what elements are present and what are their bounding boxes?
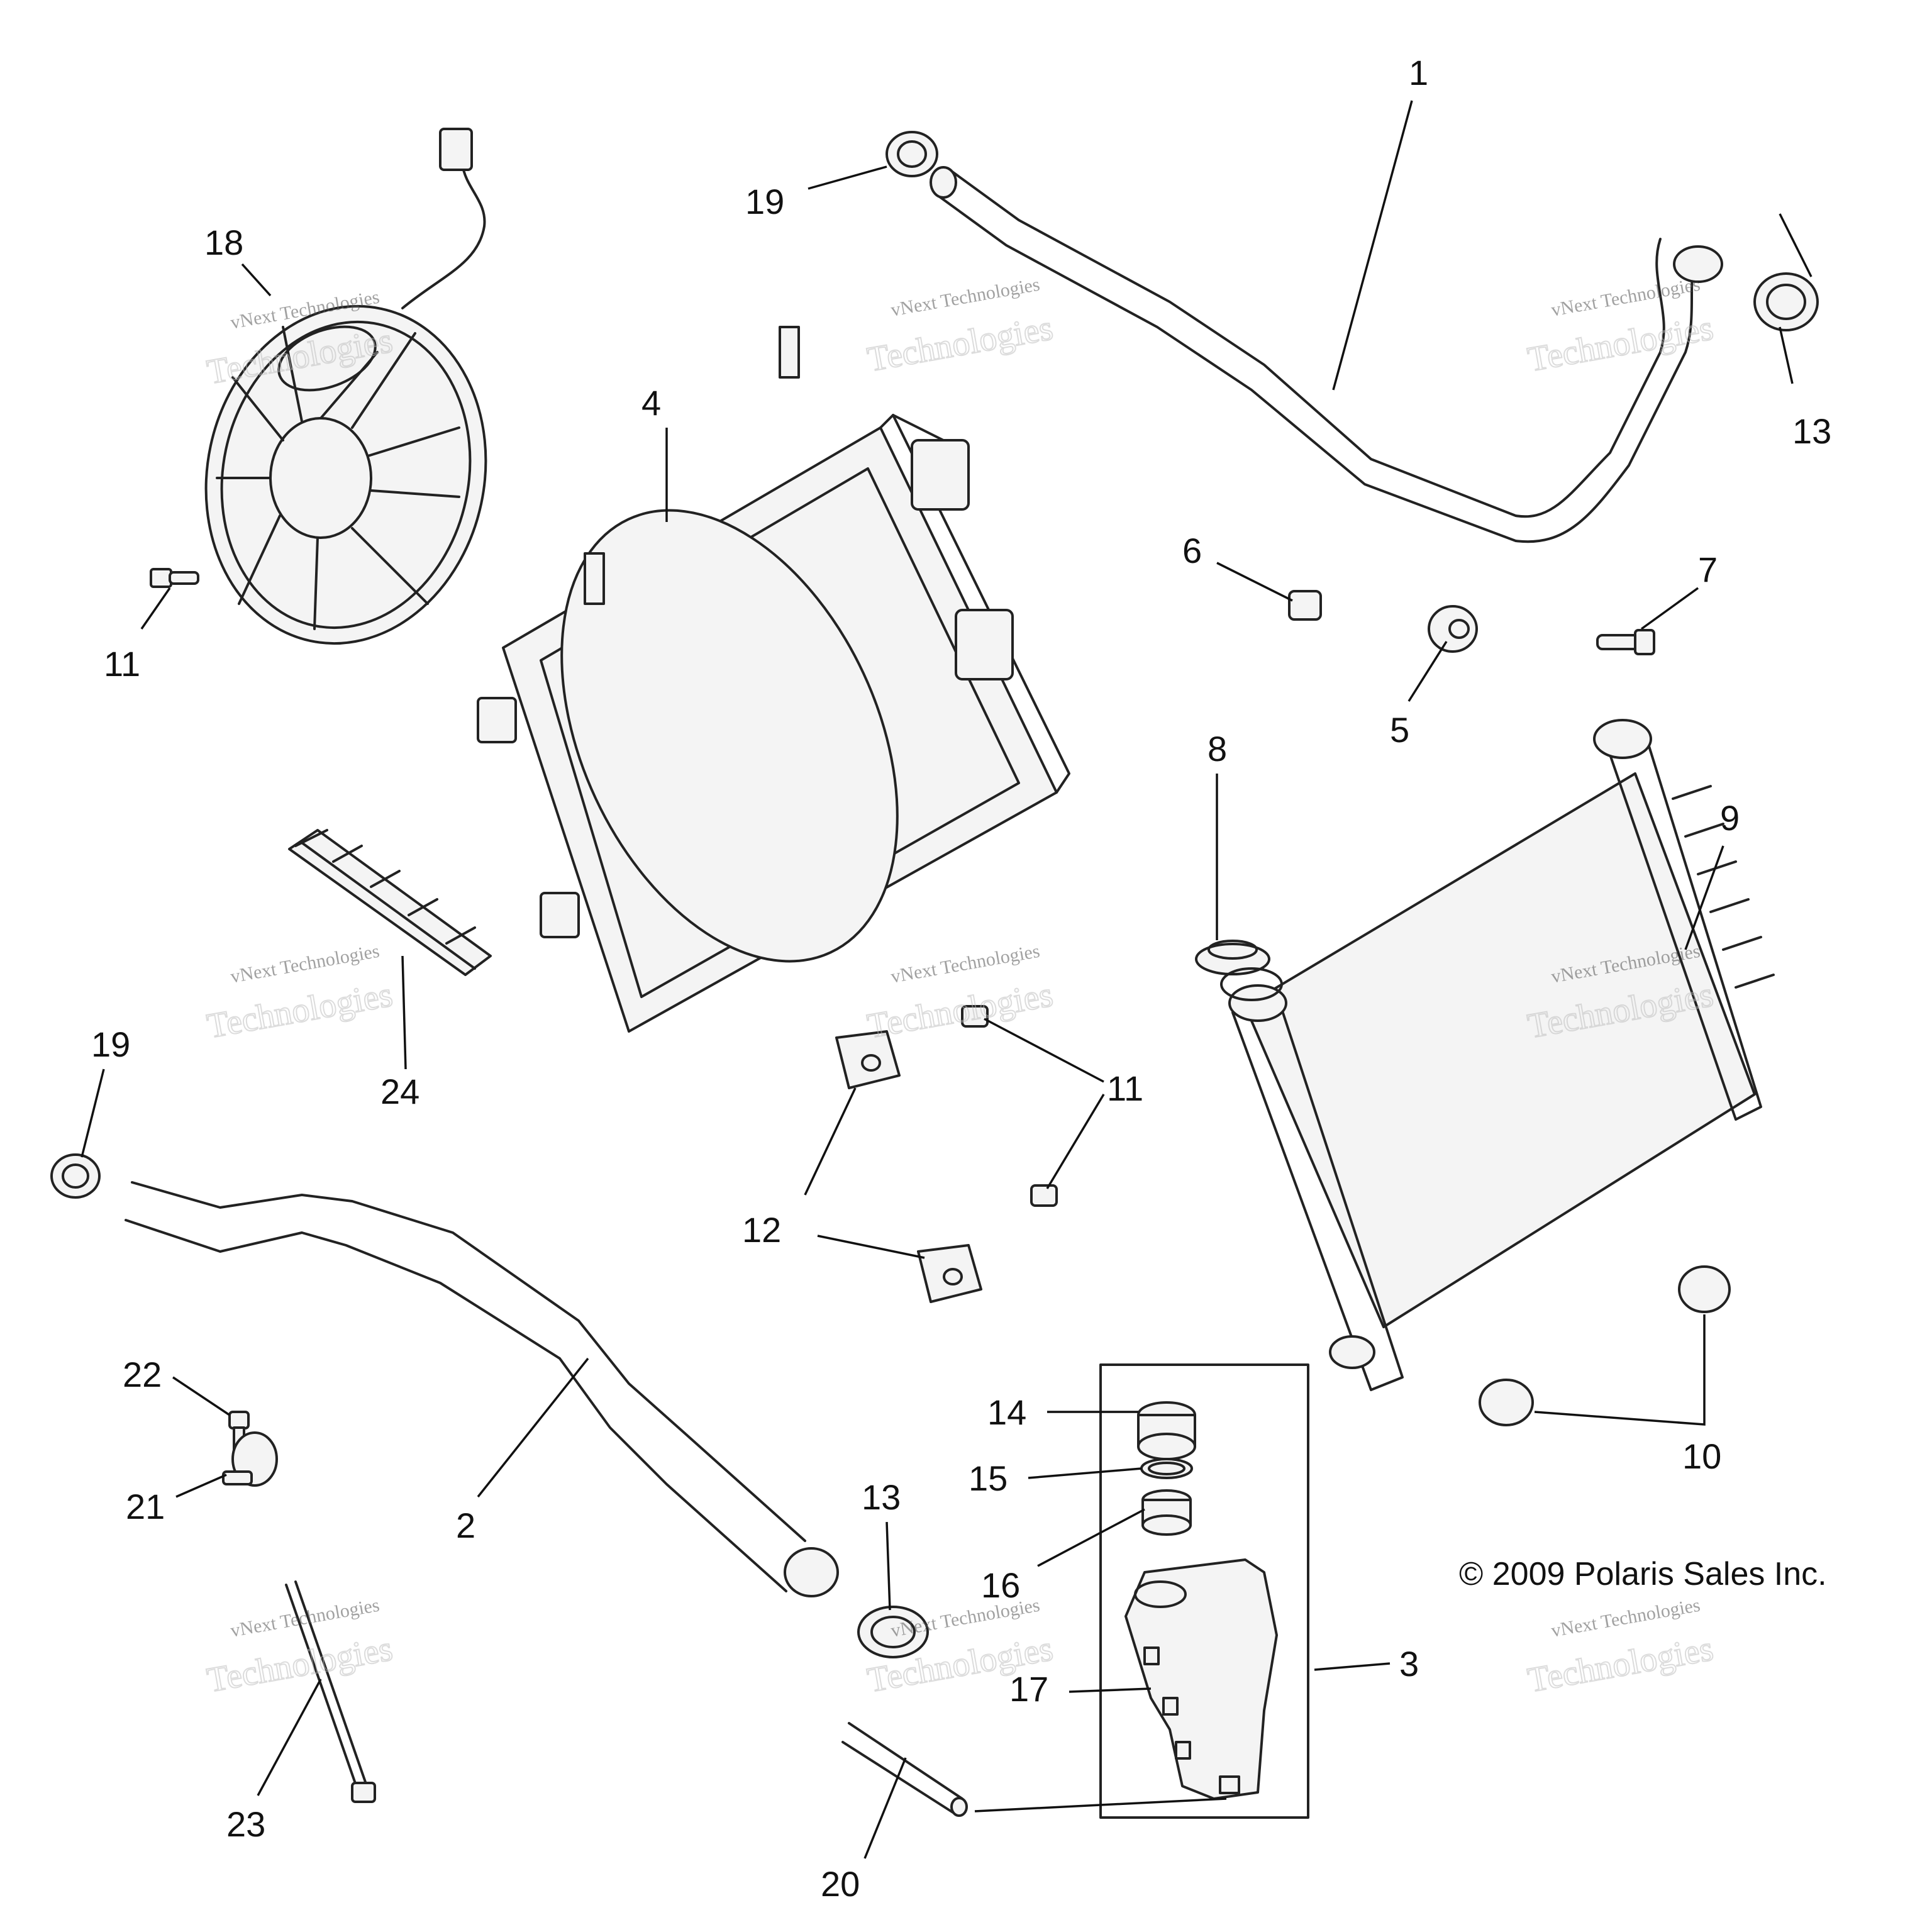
callout-10: 10 <box>1682 1436 1721 1476</box>
callout-8: 8 <box>1208 729 1227 769</box>
coolant-reservoir-kit-box <box>1099 1363 1309 1819</box>
mounting-bracket-lower <box>917 1244 982 1303</box>
callout-11b: 11 <box>1107 1069 1143 1108</box>
leader-15 <box>1028 1467 1142 1479</box>
leader-12-upper <box>804 1087 857 1196</box>
leader-11a <box>140 587 171 630</box>
watermark-5: vNext Technologies Technologies <box>864 941 1057 1047</box>
callout-9: 9 <box>1720 798 1740 838</box>
leader-6 <box>1216 562 1293 602</box>
leader-3 <box>1314 1662 1391 1671</box>
leader-13a-tick <box>1779 213 1813 277</box>
radiator <box>1220 719 1775 1391</box>
shroud-bolt-upper <box>961 1005 989 1028</box>
callout-20: 20 <box>821 1864 860 1904</box>
callout-2: 2 <box>456 1506 475 1545</box>
callout-24: 24 <box>380 1072 419 1111</box>
callout-numbers: 1 2 3 4 5 6 7 8 9 10 11 11 12 13 13 14 1… <box>91 53 1831 1904</box>
watermark-3: vNext Technologies Technologies <box>1524 274 1717 380</box>
callout-21: 21 <box>126 1487 165 1526</box>
callout-1: 1 <box>1409 53 1428 92</box>
hose-clamp-upper <box>886 131 938 177</box>
watermark-7: vNext Technologies Technologies <box>204 1595 396 1701</box>
hose-clamp-right <box>1753 272 1819 331</box>
callout-3: 3 <box>1399 1644 1419 1684</box>
leader-13b <box>886 1521 891 1611</box>
watermark-2: vNext Technologies Technologies <box>864 274 1057 380</box>
leader-5 <box>1407 641 1448 702</box>
callout-7: 7 <box>1698 550 1718 589</box>
callout-11a: 11 <box>104 644 140 684</box>
mounting-bracket-upper <box>835 1030 901 1089</box>
leader-12-lower <box>817 1235 925 1259</box>
leader-22 <box>172 1376 230 1416</box>
copyright-notice: © 2009 Polaris Sales Inc. <box>1459 1556 1827 1592</box>
cable-tie <box>285 1580 376 1803</box>
callout-13b: 13 <box>862 1477 901 1517</box>
hose-clamp-lower <box>50 1153 101 1199</box>
leader-10 <box>1534 1314 1706 1426</box>
fan-shroud <box>477 326 1070 1033</box>
leader-20 <box>863 1757 907 1859</box>
grommet-10-lower <box>1479 1379 1534 1426</box>
grommet-10-upper <box>1678 1265 1731 1313</box>
callout-17: 17 <box>1009 1669 1048 1709</box>
grommet-5 <box>1428 605 1478 653</box>
leader-19b <box>80 1069 105 1158</box>
shroud-bolt-lower <box>1030 1184 1058 1207</box>
seal <box>1141 1489 1192 1536</box>
callout-19b: 19 <box>91 1024 130 1064</box>
leader-18 <box>241 263 272 297</box>
leader-13a <box>1779 326 1794 384</box>
callout-22: 22 <box>123 1355 162 1394</box>
leader-11b-upper <box>984 1018 1104 1083</box>
leader-16 <box>1037 1508 1145 1567</box>
reservoir-cap <box>1137 1401 1196 1460</box>
leader-7 <box>1640 587 1699 630</box>
callout-6: 6 <box>1182 531 1202 570</box>
leader-24 <box>401 955 407 1070</box>
watermark-4: vNext Technologies Technologies <box>204 941 396 1047</box>
leader-2 <box>477 1357 589 1498</box>
callout-5: 5 <box>1390 710 1409 750</box>
overflow-hose <box>841 1722 968 1817</box>
leader-20-bottle <box>974 1797 1227 1813</box>
radiator-cap <box>1195 940 1270 975</box>
leader-19a <box>808 165 887 190</box>
callout-13a: 13 <box>1792 411 1831 451</box>
leader-21 <box>175 1474 227 1498</box>
callout-19a: 19 <box>745 182 784 221</box>
callout-23: 23 <box>226 1804 265 1844</box>
upper-coolant-hose <box>930 166 1723 543</box>
lower-coolant-hose <box>125 1181 839 1597</box>
leader-23 <box>257 1679 322 1796</box>
cooling-fan-assembly <box>204 128 487 645</box>
callout-18: 18 <box>204 223 243 262</box>
o-ring <box>1140 1458 1193 1479</box>
p-clamp <box>222 1431 278 1487</box>
callout-16: 16 <box>981 1565 1020 1605</box>
leader-lines <box>80 100 1813 1859</box>
callout-14: 14 <box>987 1392 1026 1432</box>
coolant-reservoir-bottle <box>1124 1558 1278 1800</box>
callout-4: 4 <box>641 383 661 423</box>
leader-1 <box>1332 100 1413 391</box>
leader-11b-lower <box>1046 1094 1105 1189</box>
nut-6 <box>1288 590 1322 621</box>
fan-mounting-bolt <box>150 568 199 588</box>
callout-12: 12 <box>742 1210 781 1250</box>
callout-15: 15 <box>969 1458 1008 1498</box>
watermark-9: vNext Technologies Technologies <box>1524 1595 1717 1701</box>
corrugated-sleeve <box>288 829 492 976</box>
leader-17 <box>1069 1687 1152 1693</box>
bolt-7 <box>1596 629 1655 655</box>
hose-clamp-mid <box>857 1606 929 1658</box>
leader-9 <box>1684 845 1724 950</box>
